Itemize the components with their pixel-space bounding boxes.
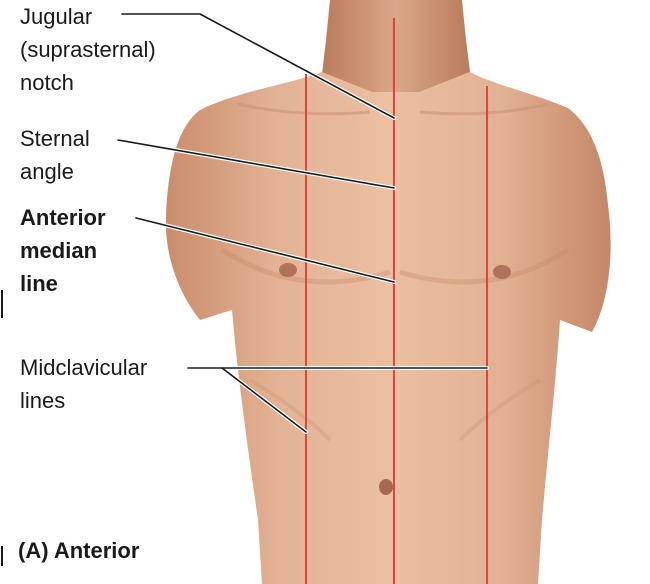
label-jugular-notch: Jugular (suprasternal) notch [20, 0, 156, 99]
label-line: angle [20, 159, 74, 184]
label-line: notch [20, 70, 74, 95]
nipple-right [493, 265, 511, 279]
rib-shadow-left [248, 378, 332, 442]
leader-sternal-angle [117, 139, 395, 189]
navel [379, 479, 393, 495]
label-line: lines [20, 388, 66, 413]
leader-anterior-median-line [135, 217, 395, 283]
label-anterior-median-line: Anterior median line [20, 201, 106, 300]
leader-jugular-notch [121, 13, 395, 119]
label-midclavicular-lines: Midclavicular lines [20, 351, 147, 417]
label-line: Jugular [20, 4, 93, 29]
figure-caption: (A) Anterior [18, 538, 140, 563]
rib-shadow-right [458, 378, 542, 442]
label-line: (suprasternal) [20, 37, 156, 62]
leader-midclavicular-left [221, 367, 307, 433]
label-line: median [20, 238, 98, 263]
leader-lines [116, 12, 489, 434]
label-line: Midclavicular [20, 355, 148, 380]
label-line: line [20, 271, 58, 296]
nipple-left [279, 263, 297, 277]
clavicle-left [237, 102, 371, 116]
label-line: Anterior [20, 205, 106, 230]
label-line: Sternal [20, 126, 90, 151]
neck [322, 0, 470, 92]
label-sternal-angle: Sternal angle [20, 122, 90, 188]
torso-body [165, 72, 611, 584]
